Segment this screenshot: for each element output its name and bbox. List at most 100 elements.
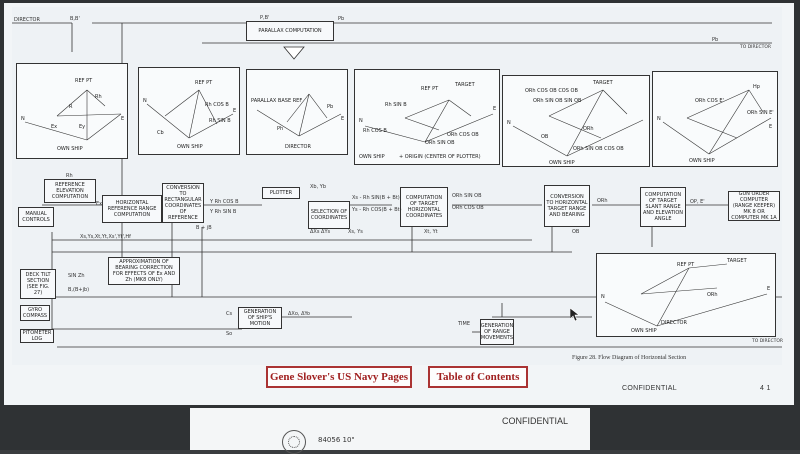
orh-sin-label: ORh SIN OB: [452, 193, 482, 199]
manual-controls-text: MANUAL CONTROLS: [22, 211, 50, 223]
computation-slant-text: COMPUTATION OF TARGET SLANT RANGE AND EL…: [642, 192, 684, 222]
approximation-bearing-text: APPROXIMATION OF BEARING CORRECTION FOR …: [112, 259, 176, 283]
diagram-wiring: [12, 22, 782, 348]
small-panel-vectors: [604, 263, 768, 327]
generation-range-text: GENERATION OF RANGE MOVEMENTS: [480, 323, 514, 341]
vector-panel-2: REF PT Rh COS B Rh SIN B OWN SHIP Cb N E: [138, 67, 240, 155]
small-panel-ref-pt: REF PT: [677, 262, 695, 268]
vector-panel-3: PARALLAX BASE REF Ph Pb DIRECTOR E: [246, 69, 348, 155]
time-label: TIME: [458, 321, 471, 327]
generation-range-block: GENERATION OF RANGE MOVEMENTS: [480, 319, 514, 345]
to-director-bottom-label: TO DIRECTOR: [752, 339, 784, 344]
sin-zh-label: SIN Zh: [68, 273, 85, 279]
panel-2-cb: Cb: [157, 130, 164, 136]
gyro-compass-text: GYRO COMPASS: [22, 307, 48, 319]
panel-6-e: E: [769, 124, 773, 130]
small-panel-n: N: [601, 294, 605, 300]
small-panel-orh: ORh: [707, 292, 718, 298]
mouse-pointer-shape: [569, 307, 580, 322]
ob-label: OB: [572, 229, 580, 235]
pitometer-log-block: PITOMETER LOG: [20, 329, 54, 343]
parallax-computation-block: PARALLAX COMPUTATION: [246, 21, 334, 41]
deck-tilt-block: DECK TILT SECTION (SEE FIG. 27): [20, 269, 56, 299]
gun-order-computer-block: GUN ORDER COMPUTER (RANGE KEEPER) MK 8 O…: [728, 191, 780, 221]
panel-5-n: N: [507, 120, 511, 126]
plotter-text: PLOTTER: [269, 190, 293, 196]
selection-coordinates-text: SELECTION OF COORDINATES: [310, 209, 348, 221]
plotter-block: PLOTTER: [262, 187, 300, 199]
xb-yb-label: Xb, Yb: [310, 184, 327, 190]
panel-1-ref-pt: REF PT: [75, 78, 93, 84]
delta-xs-label: ΔXs ΔYs: [310, 229, 331, 235]
next-page-confidential: CONFIDENTIAL: [501, 416, 568, 426]
panel-4-own-ship: OWN SHIP: [359, 154, 385, 160]
ex-label: Ex: [96, 201, 103, 207]
rh-label: Rh: [66, 173, 73, 179]
panel-2-vectors: [146, 89, 234, 139]
confidential-footer: CONFIDENTIAL: [622, 385, 677, 392]
vector-panel-small: TARGET REF PT OWN SHIP DIRECTOR ORh N E: [596, 253, 776, 337]
gun-order-computer-text: GUN ORDER COMPUTER (RANGE KEEPER) MK 8 O…: [731, 191, 777, 221]
small-panel-own-ship: OWN SHIP: [631, 328, 657, 334]
selection-out-x-label: Xs - Rh SIN(B + Bt): [352, 195, 400, 201]
panel-4-orh-sin: ORh SIN OB: [425, 140, 455, 146]
manual-controls-block: MANUAL CONTROLS: [18, 207, 54, 227]
panel-1-ey: Ey: [79, 124, 86, 130]
panel-3-vectors: [256, 93, 342, 137]
panel-6-hp: Hp: [753, 84, 760, 90]
generation-ship-motion-text: GENERATION OF SHIP'S MOTION: [243, 309, 277, 327]
panel-4-n: N: [359, 118, 363, 124]
next-page-preview: CONFIDENTIAL 84056 10": [190, 408, 590, 454]
director-label: DIRECTOR: [14, 17, 40, 23]
panel-4-orh-cos: ORh COS OB: [447, 132, 479, 138]
computation-target-block: COMPUTATION OF TARGET HORIZONTAL COORDIN…: [400, 187, 448, 227]
pb-label: P,B': [260, 15, 270, 21]
flow-diagram-image: DIRECTOR B,B' P,B' PARALLAX COMPUTATION …: [12, 7, 784, 365]
horizontal-reference-text: HORIZONTAL REFERENCE RANGE COMPUTATION: [107, 200, 157, 218]
panel-2-n: N: [143, 98, 147, 104]
conversion-rectangular-block: CONVERSION TO RECTANGULAR COORDINATES OF…: [162, 183, 204, 223]
approximation-bearing-block: APPROXIMATION OF BEARING CORRECTION FOR …: [108, 257, 180, 285]
circle-emblem-icon: [282, 430, 306, 454]
computation-target-text: COMPUTATION OF TARGET HORIZONTAL COORDIN…: [405, 195, 443, 219]
orh-label: ORh: [597, 198, 608, 204]
panel-3-pb: Pb: [327, 104, 334, 110]
table-of-contents-button[interactable]: Table of Contents: [428, 366, 528, 388]
bus-label: Xs,Ys,Xt,Yt,Xs',Yt',Hf: [80, 234, 131, 240]
panel-5-orh-sin-sin: ORh SIN OB SIN OB: [533, 98, 582, 104]
b-label: B,B': [70, 16, 80, 22]
computation-slant-block: COMPUTATION OF TARGET SLANT RANGE AND EL…: [640, 187, 686, 227]
figure-caption: Figure 28. Flow Diagram of Horizontal Se…: [572, 355, 687, 361]
home-link-button[interactable]: Gene Slover's US Navy Pages: [266, 366, 412, 388]
browser-viewport: DIRECTOR B,B' P,B' PARALLAX COMPUTATION …: [4, 3, 794, 405]
delta-xo-label: ΔXo, ΔYo: [288, 311, 310, 317]
panel-1-vectors: [24, 89, 122, 141]
xs-ys-label: Xs, Ys: [348, 229, 363, 235]
panel-4-vectors: [364, 99, 494, 143]
panel-1-rh: Rh: [95, 94, 102, 100]
vector-panel-6: ORh COS E' ORh SIN E' Hp OWN SHIP N E: [652, 71, 778, 167]
panel-2-ref-pt: REF PT: [195, 80, 213, 86]
panel-2-rh-sin-b: Rh SIN B: [209, 118, 231, 124]
conversion-horizontal-block: CONVERSION TO HORIZONTAL TARGET RANGE AN…: [544, 185, 590, 227]
panel-3-director: DIRECTOR: [285, 144, 311, 150]
rh-cos-b-label: Y Rh COS B: [210, 199, 239, 205]
panel-6-orh-sin: ORh SIN E': [747, 110, 774, 116]
small-panel-director: DIRECTOR: [661, 320, 687, 326]
panel-1-r: R: [69, 104, 73, 110]
parallax-computation-text: PARALLAX COMPUTATION: [258, 28, 322, 34]
rh-sin-b-label: Y Rh SIN B: [210, 209, 237, 215]
gyro-compass-block: GYRO COMPASS: [20, 305, 50, 321]
deck-tilt-text: DECK TILT SECTION (SEE FIG. 27): [25, 272, 51, 296]
panel-6-orh-cos: ORh COS E': [695, 98, 724, 104]
panel-3-e: E: [341, 116, 345, 122]
b-plus-jb-label: B + jB: [196, 225, 212, 231]
b-plus-label: B,(B+jb): [68, 287, 90, 293]
vector-panel-5: TARGET ORh COS OB COS OB ORh SIN OB SIN …: [502, 75, 650, 167]
panel-2-rh-cos-b: Rh COS B: [205, 102, 229, 108]
small-panel-target: TARGET: [727, 258, 747, 264]
panel-5-orh: ORh: [583, 126, 594, 132]
reference-elevation-block: REFERENCE ELEVATION COMPUTATION: [44, 179, 96, 203]
panel-4-origin: + ORIGIN (CENTER OF PLOTTER): [399, 154, 481, 160]
selection-coordinates-block: SELECTION OF COORDINATES: [308, 201, 350, 229]
